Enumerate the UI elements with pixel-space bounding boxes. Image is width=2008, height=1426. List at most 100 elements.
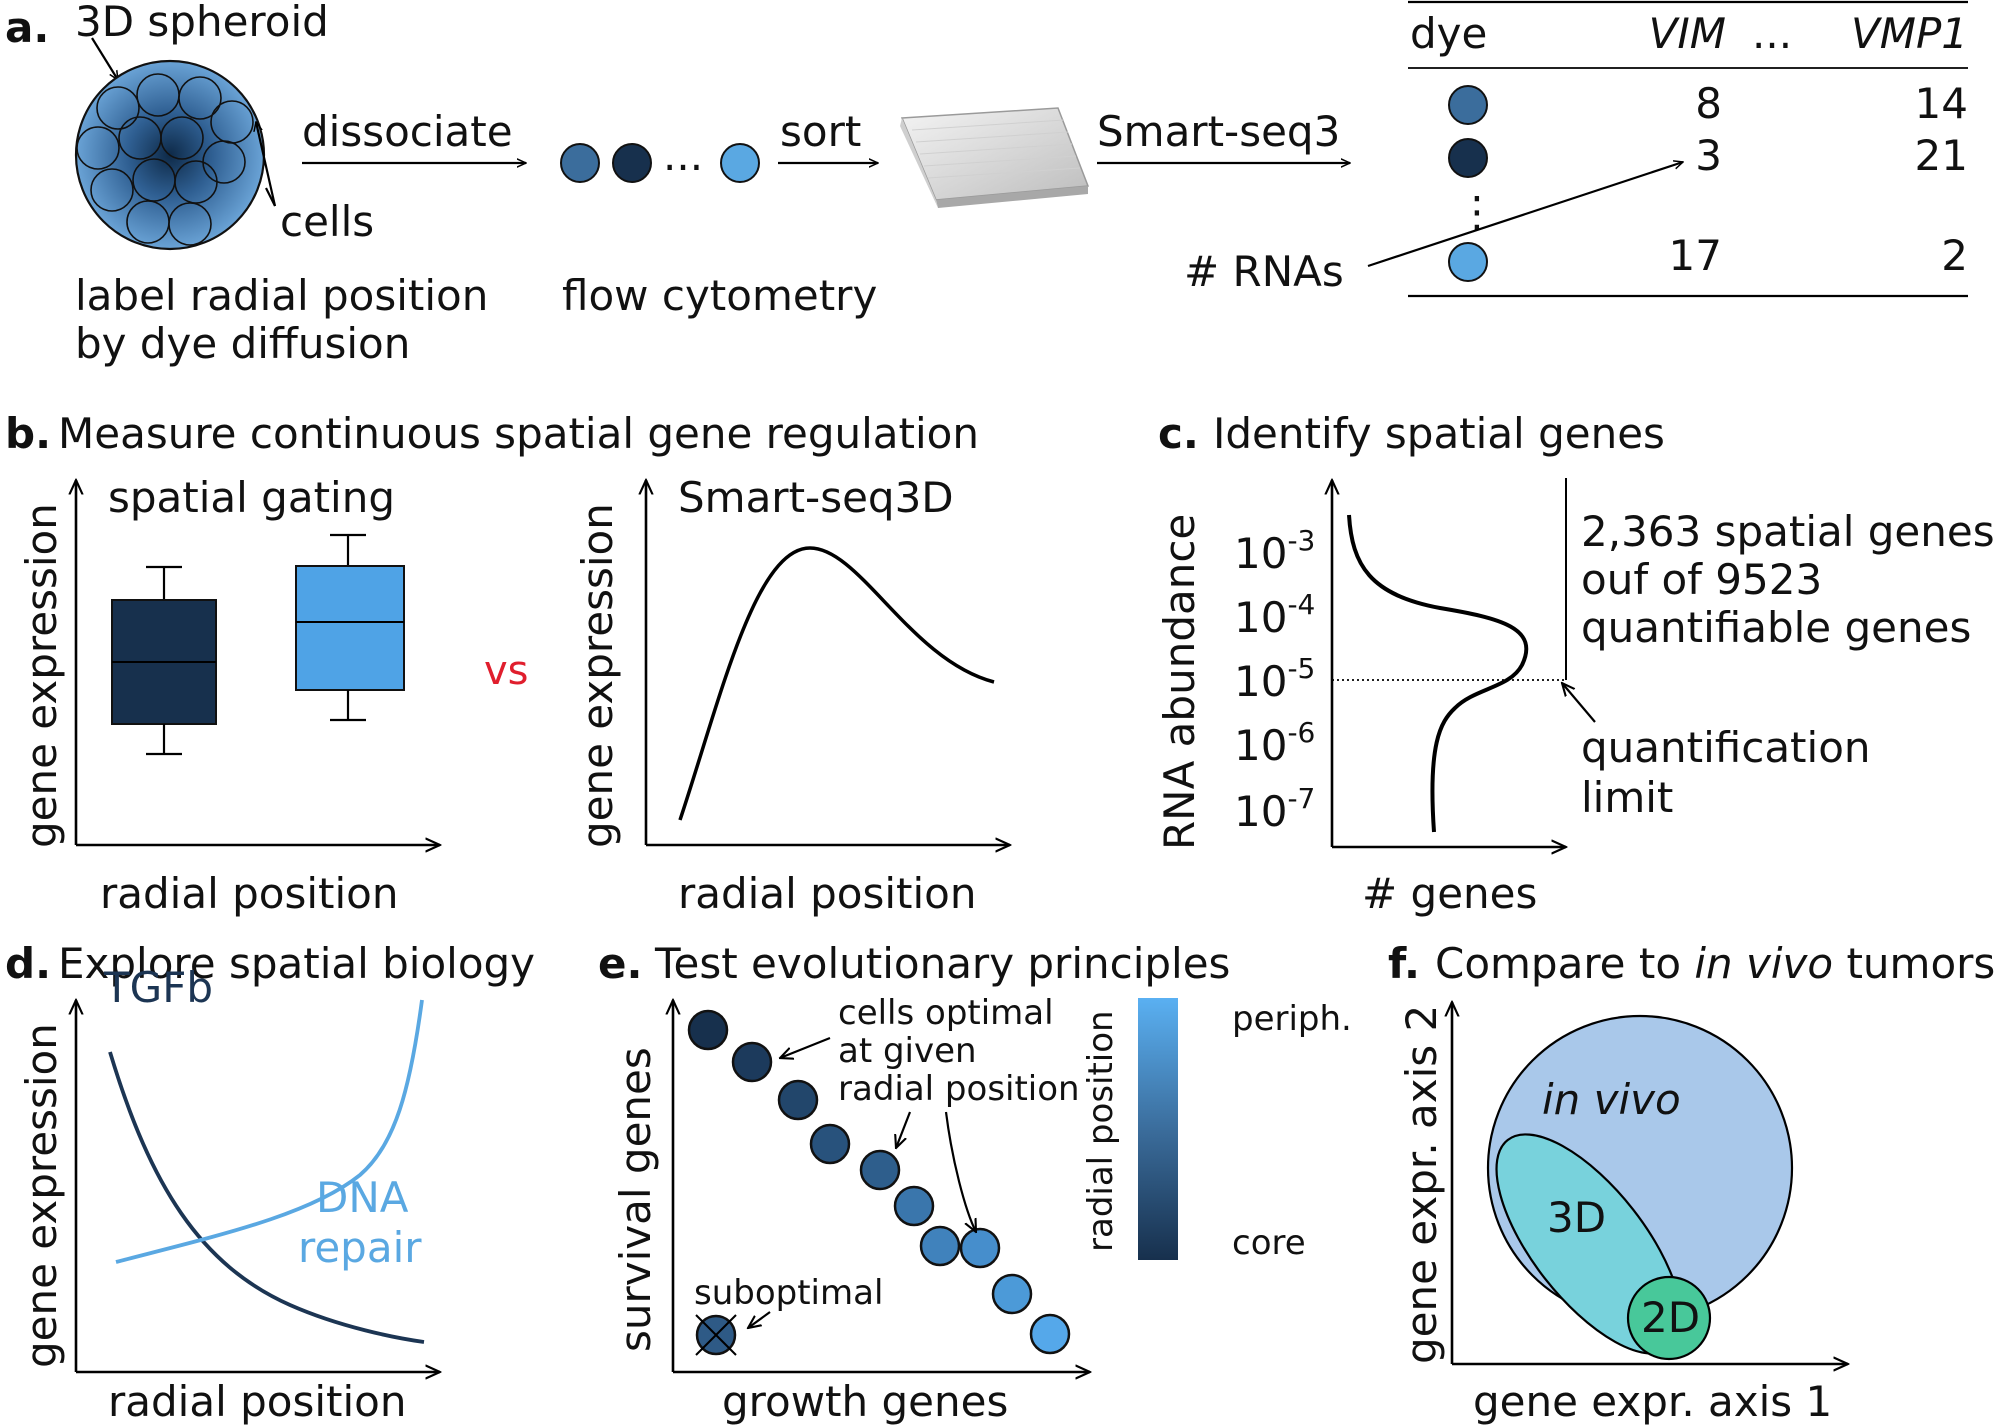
sorted-cell-periph [720,143,760,183]
flow-cytometry-label: flow cytometry [562,271,877,320]
cells-pointer-arrow [256,122,277,207]
d-ylabel: gene expression [17,1023,66,1368]
table-vertical-dots: ⋮ [1456,187,1498,236]
panel-c-title: Identify spatial genes [1213,409,1665,458]
table-header-vmp1: VMP1 [1851,9,1968,58]
spheroid-icon [74,59,266,251]
optimal-cell-dot [859,1149,901,1191]
suboptimal-arrow [748,1311,771,1328]
panel-d-title: Explore spatial biology [58,939,535,988]
spheroid-label: 3D spheroid [75,0,329,46]
optimal-cell-dot [1029,1313,1071,1355]
tradeoff-dots [687,1009,1071,1355]
step-dissociate-label: dissociate [302,107,513,156]
c-tick-label: 10-7 [1234,782,1315,836]
c-ylabel: RNA abundance [1155,514,1204,850]
table-cell-vmp1: 2 [1941,231,1968,280]
table-dye-dot [1448,138,1488,178]
colorbar-bottom-label: core [1232,1223,1306,1263]
panel-f: f. Compare to in vivo tumors gene expr. … [1388,939,1995,1426]
step-sort-label: sort [780,107,861,156]
c-tick-label: 10-4 [1234,588,1315,642]
limit-line1: quantification [1581,723,1871,772]
table-cell-vim: 17 [1669,231,1722,280]
colorbar-label: radial position [1081,1010,1121,1252]
colorbar-top-label: periph. [1232,999,1352,1039]
optimal-cell-dot [893,1185,935,1227]
dna-repair-label-line1: DNA [316,1173,409,1222]
e-ann-arrow3 [944,1111,976,1232]
gating-xlabel: radial position [100,869,398,918]
suboptimal-cell [695,1314,737,1356]
e-ann-line2: at given [838,1031,977,1071]
label-line1: label radial position [75,271,488,320]
table-dye-dot [1448,85,1488,125]
e-ann-line1: cells optimal [838,993,1054,1033]
table-cell-vmp1: 21 [1915,131,1968,180]
panel-e-letter: e. [598,939,642,988]
optimal-cell-dot [959,1227,1001,1269]
invivo-label: in vivo [1542,1075,1681,1124]
table-cell-vim: 8 [1695,79,1722,128]
rnas-pointer-arrow [1367,162,1683,268]
threeD-label: 3D [1547,1193,1606,1242]
panel-b-letter: b. [5,409,51,458]
d-xlabel: radial position [108,1377,406,1426]
suboptimal-label: suboptimal [694,1273,883,1313]
spheroid-pointer-arrow [91,37,118,80]
table-dye-dot [1448,242,1488,282]
e-ann-line3: radial position [838,1069,1080,1109]
panel-b: b. Measure continuous spatial gene regul… [5,409,1010,918]
well-plate-icon [900,107,1090,208]
f-ylabel: gene expr. axis 2 [1397,1005,1446,1364]
optimal-cell-dot [991,1273,1033,1315]
sorted-cell-core [612,143,652,183]
label-line2: by dye diffusion [75,319,410,368]
c-note-line1: 2,363 spatial genes [1581,507,1995,556]
panel-f-title: Compare to in vivo tumors [1435,939,1995,988]
panel-e: e. Test evolutionary principles survival… [598,939,1352,1426]
f-xlabel: gene expr. axis 1 [1473,1377,1832,1426]
table-cell-vim: 3 [1695,131,1722,180]
step-smartseq3-label: Smart-seq3 [1097,107,1340,156]
gating-ylabel: gene expression [17,503,66,848]
vs-label: vs [484,648,529,694]
c-note-line2: ouf of 9523 [1581,555,1822,604]
e-xlabel: growth genes [722,1377,1008,1426]
e-ann-arrow2 [896,1111,912,1148]
table-cell-vmp1: 14 [1915,79,1968,128]
table-header-dye: dye [1410,9,1487,58]
sseq-title: Smart-seq3D [678,473,954,522]
twoD-label: 2D [1641,1293,1700,1342]
dna-repair-label-line2: repair [298,1223,422,1272]
panel-d-letter: d. [5,939,51,988]
sseq-curve [678,546,995,821]
sorted-cells-ellipsis: ... [663,131,703,180]
twoD-region [1626,1275,1712,1361]
panel-c: c. Identify spatial genes RNA abundance … [1155,409,1995,918]
limit-line2: limit [1581,773,1673,822]
rnas-label: # RNAs [1184,247,1344,296]
c-tick-labels: 10-3 10-4 10-5 10-6 10-7 [1234,524,1315,836]
panel-c-letter: c. [1158,409,1199,458]
panel-a-letter: a. [5,3,49,52]
optimal-cell-dot [777,1079,819,1121]
table-header-vim: VIM [1649,9,1726,58]
boxplot-core [111,565,217,756]
panel-e-title: Test evolutionary principles [654,939,1230,988]
boxplot-periph [295,533,405,722]
tgfb-curve [108,1051,425,1344]
optimal-cell-dot [687,1009,729,1051]
panel-d: d. Explore spatial biology gene expressi… [5,939,535,1426]
optimal-cell-dot [731,1041,773,1083]
radial-colorbar [1138,998,1178,1260]
abundance-distribution-curve [1347,514,1529,833]
optimal-cell-dot [919,1225,961,1267]
dna-repair-curve [115,999,424,1264]
tgfb-label: TGFb [103,963,213,1012]
e-ann-arrow1 [780,1036,831,1058]
panel-a: a. 3D spheroid cells label radial positi… [5,0,1968,368]
e-ylabel: survival genes [611,1047,660,1352]
gating-title: spatial gating [108,473,395,522]
